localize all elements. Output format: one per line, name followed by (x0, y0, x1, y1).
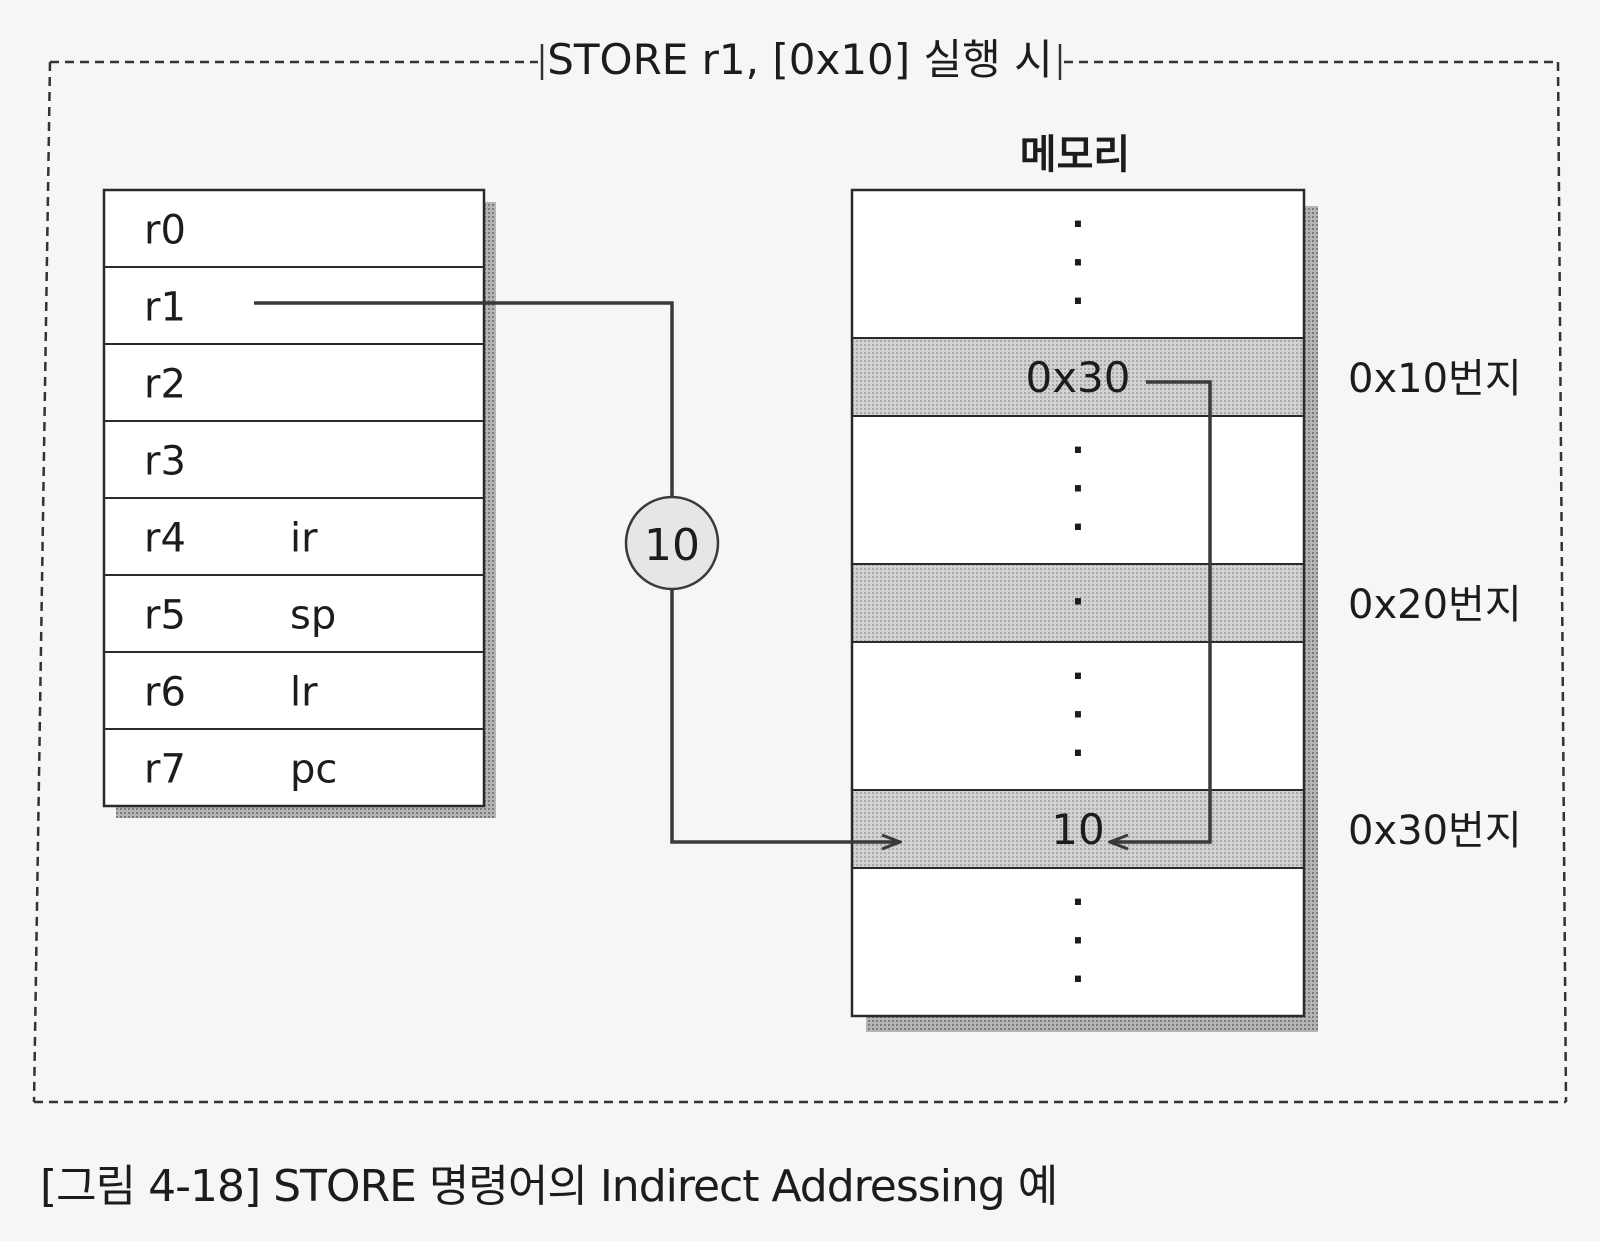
register-name-r2: r2 (144, 362, 186, 408)
memory-ellipsis-dot: · (1072, 921, 1085, 961)
memory-table-border (850, 188, 1306, 1018)
register-table: r0 r1 r2 r3 r4 ir r5 sp r6 lr r7 pc (102, 188, 496, 818)
figure-frame (32, 44, 1568, 1104)
memory-title: 메모리 (1020, 132, 1130, 178)
register-alias-lr: lr (290, 670, 318, 716)
transfer-value: 10 (644, 520, 700, 571)
register-name-r4: r4 (144, 516, 186, 562)
figure-title: STORE r1, [0x10] 실행 시 (547, 35, 1053, 84)
memory-table: ···0x30·······10··· (850, 188, 1318, 1032)
memory-ellipsis-dot: · (1072, 243, 1085, 283)
memory-ellipsis-dot: · (1072, 695, 1085, 735)
register-name-r1: r1 (144, 285, 186, 331)
memory-ellipsis-dot: · (1072, 281, 1085, 321)
memory-address-label: 0x20번지 (1348, 582, 1522, 628)
memory-ellipsis-dot: · (1072, 507, 1085, 547)
memory-ellipsis-dot: · (1072, 883, 1085, 923)
memory-ellipsis-dot: · (1072, 959, 1085, 999)
register-name-r7: r7 (144, 747, 186, 793)
memory-ellipsis-dot: · (1072, 469, 1085, 509)
pointer-path-line (1110, 380, 1212, 842)
memory-slot-value: 0x30 (1025, 353, 1130, 402)
memory-ellipsis-dot: · (1072, 431, 1085, 471)
memory-ellipsis-dot: · (1072, 205, 1085, 245)
memory-ellipsis-dot: · (1072, 733, 1085, 773)
memory-ellipsis-dot: · (1072, 582, 1085, 622)
register-alias-ir: ir (290, 516, 318, 562)
register-name-r0: r0 (144, 208, 186, 254)
memory-addresses: 0x10번지 0x20번지 0x30번지 (1348, 356, 1522, 854)
transfer-value-circle (624, 495, 720, 591)
memory-ellipsis-dot: · (1072, 657, 1085, 697)
memory-slot (851, 337, 1305, 417)
memory-address-label: 0x30번지 (1348, 808, 1522, 854)
indirect-addressing-diagram: STORE r1, [0x10] 실행 시 r0 r1 r2 r3 r4 ir r5 sp r6… (32, 35, 1568, 1104)
register-alias-pc: pc (290, 747, 337, 793)
memory-slot-value: 10 (1051, 805, 1104, 854)
register-name-r5: r5 (144, 593, 186, 639)
figure-caption: [그림 4-18] STORE 명령어의 Indirect Addressing… (40, 1161, 1058, 1212)
store-path: 10 (254, 301, 900, 842)
register-name-r3: r3 (144, 439, 186, 485)
register-name-r6: r6 (144, 670, 186, 716)
register-alias-sp: sp (290, 593, 336, 639)
memory-address-label: 0x10번지 (1348, 356, 1522, 402)
